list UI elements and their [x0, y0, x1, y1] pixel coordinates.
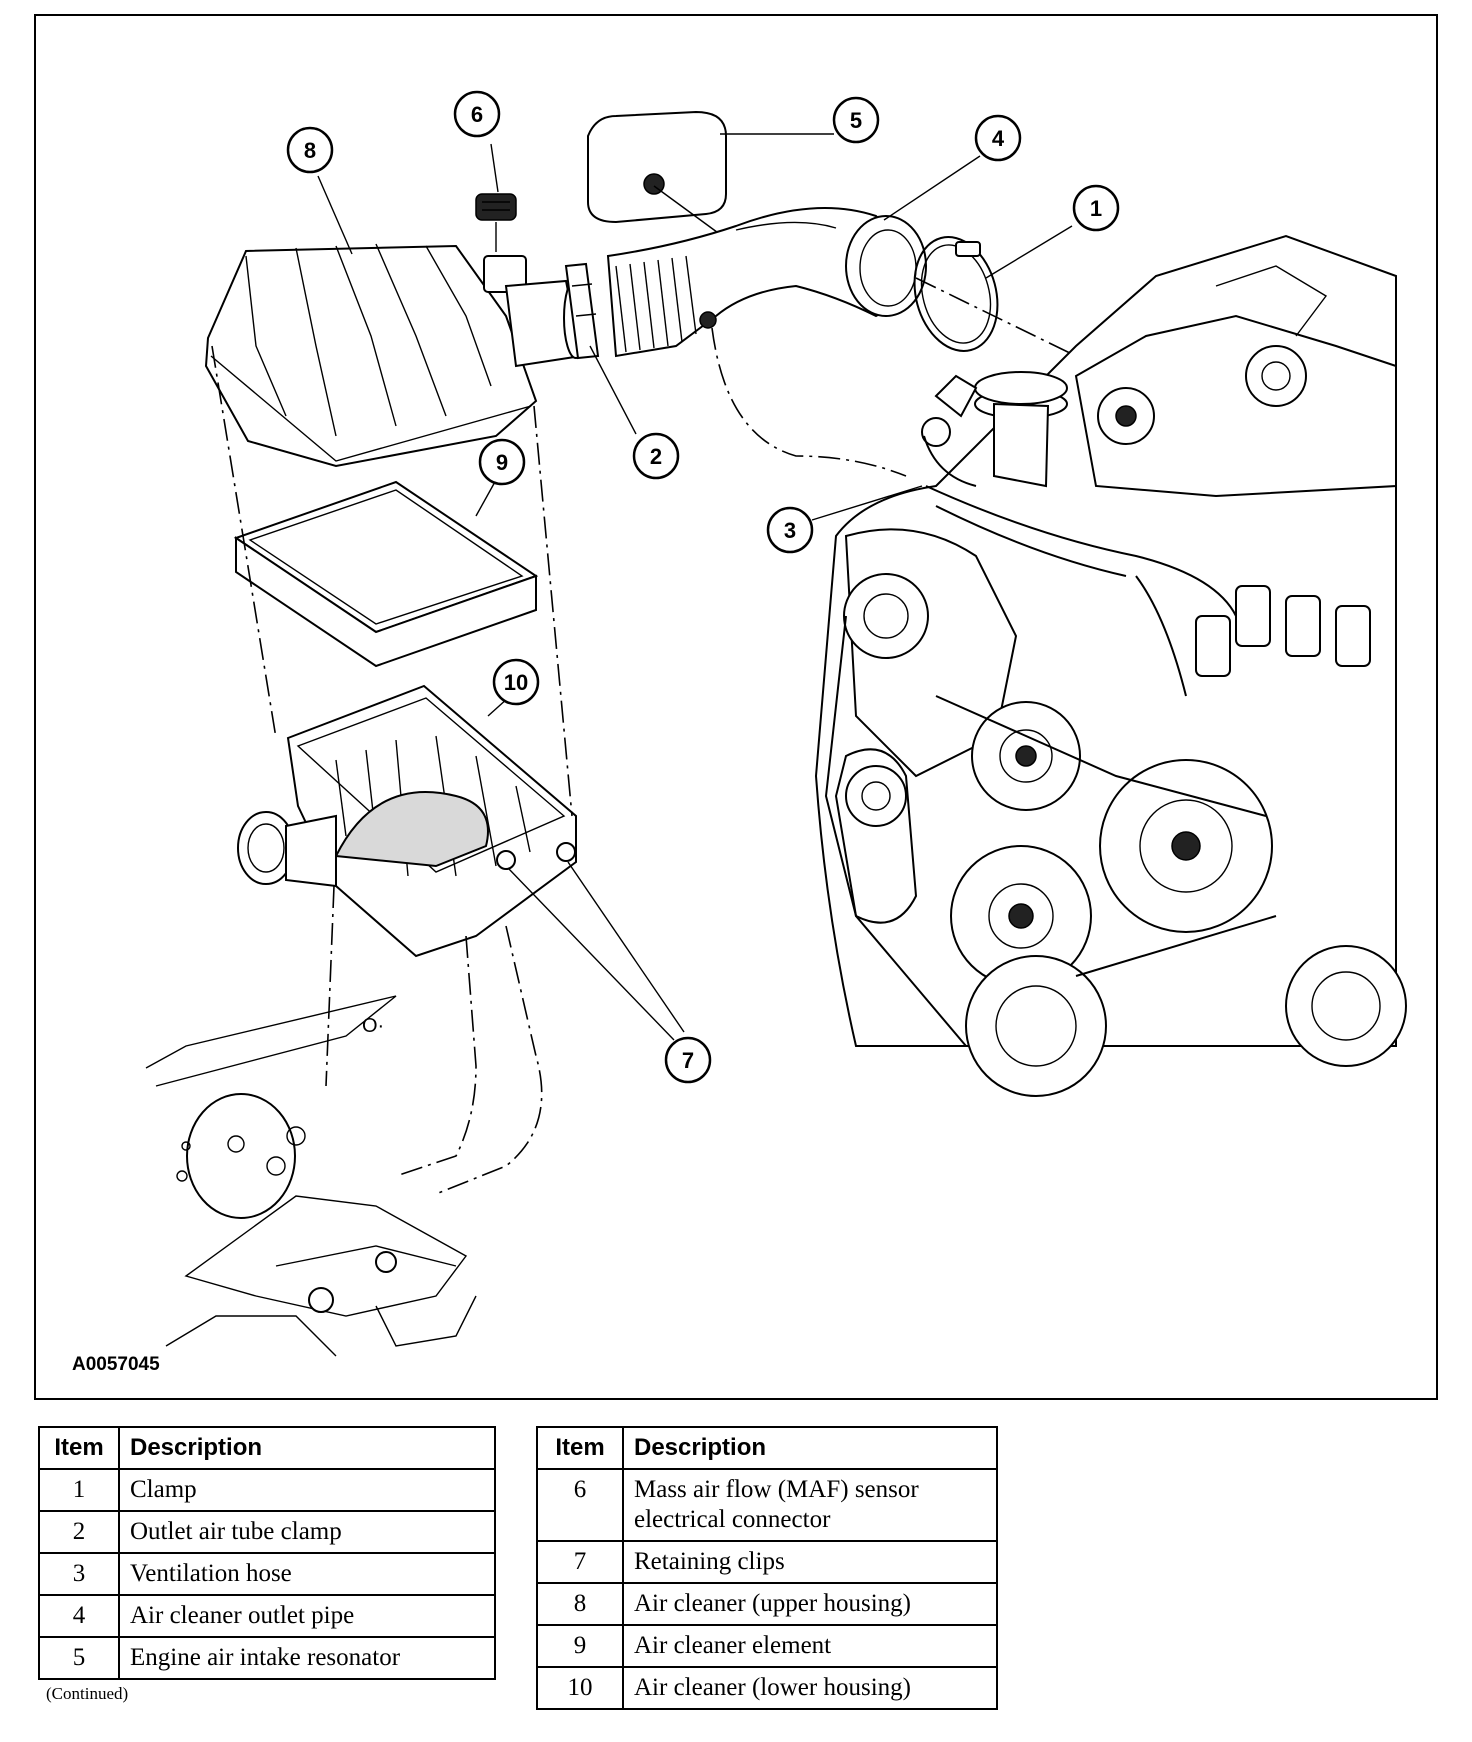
air-cleaner-upper-housing	[204, 243, 589, 468]
item-number: 6	[536, 1468, 624, 1542]
maf-sensor-connector	[475, 193, 517, 252]
item-description: Engine air intake resonator	[118, 1636, 496, 1680]
assembly-guide-lines	[211, 277, 1077, 1195]
exploded-view-figure: O·	[34, 14, 1438, 1400]
item-description: Air cleaner outlet pipe	[118, 1594, 496, 1638]
legend-row: 7 Retaining clips	[536, 1540, 998, 1584]
item-description: Air cleaner (upper housing)	[622, 1582, 998, 1626]
air-cleaner-outlet-pipe	[606, 207, 927, 358]
item-description: Air cleaner (lower housing)	[622, 1666, 998, 1710]
continued-note: (Continued)	[46, 1684, 129, 1703]
callout-8: 8	[286, 126, 334, 174]
svg-text:8: 8	[304, 138, 316, 163]
callout-7: 7	[664, 1036, 712, 1084]
air-cleaner-lower-housing	[237, 684, 577, 958]
item-column-header: Item	[38, 1426, 120, 1470]
legend-row: 5 Engine air intake resonator	[38, 1636, 496, 1680]
legend-row: 1 Clamp	[38, 1468, 496, 1512]
item-number: 4	[38, 1594, 120, 1638]
item-number: 5	[38, 1636, 120, 1680]
item-number: 8	[536, 1582, 624, 1626]
callout-3: 3	[766, 506, 814, 554]
description-column-header: Description	[118, 1426, 496, 1470]
item-number: 1	[38, 1468, 120, 1512]
legend-row: 2 Outlet air tube clamp	[38, 1510, 496, 1554]
svg-text:9: 9	[496, 450, 508, 475]
description-column-header: Description	[622, 1426, 998, 1470]
item-number: 2	[38, 1510, 120, 1554]
svg-text:4: 4	[992, 126, 1005, 151]
chassis-bracket: O·	[145, 995, 477, 1357]
legend-row: 8 Air cleaner (upper housing)	[536, 1582, 998, 1626]
item-number: 9	[536, 1624, 624, 1668]
callout-2: 2	[632, 432, 680, 480]
callout-4: 4	[974, 114, 1022, 162]
svg-text:2: 2	[650, 444, 662, 469]
svg-text:6: 6	[471, 102, 483, 127]
air-cleaner-exploded-diagram: O·	[145, 90, 1407, 1357]
svg-text:1: 1	[1090, 196, 1102, 221]
callout-9: 9	[478, 438, 526, 486]
figure-id: A0057045	[72, 1354, 160, 1375]
item-number: 3	[38, 1552, 120, 1596]
item-description: Clamp	[118, 1468, 496, 1512]
legend-row: 9 Air cleaner element	[536, 1624, 998, 1668]
hose-clamp	[913, 236, 999, 352]
item-description: Retaining clips	[622, 1540, 998, 1584]
item-number: 7	[536, 1540, 624, 1584]
legend-table-left: Item Description 1 Clamp 2 Outlet air tu…	[38, 1426, 496, 1680]
svg-text:3: 3	[784, 518, 796, 543]
air-cleaner-element	[233, 480, 539, 668]
item-column-header: Item	[536, 1426, 624, 1470]
legend-header-row: Item Description	[536, 1426, 998, 1470]
item-description: Air cleaner element	[622, 1624, 998, 1668]
engine-assembly	[814, 234, 1407, 1097]
svg-text:10: 10	[504, 670, 528, 695]
outlet-air-tube-clamp	[564, 262, 600, 360]
item-number: 10	[536, 1666, 624, 1710]
callout-6: 6	[453, 90, 501, 138]
svg-text:7: 7	[682, 1048, 694, 1073]
legend-row: 3 Ventilation hose	[38, 1552, 496, 1596]
legend-table-right: Item Description 6 Mass air flow (MAF) s…	[536, 1426, 998, 1710]
svg-text:O·: O·	[362, 1015, 384, 1037]
svg-text:5: 5	[850, 108, 862, 133]
legend-row: 6 Mass air flow (MAF) sensor electrical …	[536, 1468, 998, 1542]
item-description: Ventilation hose	[118, 1552, 496, 1596]
callout-10: 10	[492, 658, 540, 706]
item-description: Outlet air tube clamp	[118, 1510, 496, 1554]
legend-row: 10 Air cleaner (lower housing)	[536, 1666, 998, 1710]
engine-air-intake-resonator	[587, 110, 737, 247]
item-description: Mass air flow (MAF) sensor electrical co…	[622, 1468, 998, 1542]
legend-row: 4 Air cleaner outlet pipe	[38, 1594, 496, 1638]
leader-lines	[317, 133, 1073, 1041]
callout-5: 5	[832, 96, 880, 144]
callout-1: 1	[1072, 184, 1120, 232]
legend-header-row: Item Description	[38, 1426, 496, 1470]
